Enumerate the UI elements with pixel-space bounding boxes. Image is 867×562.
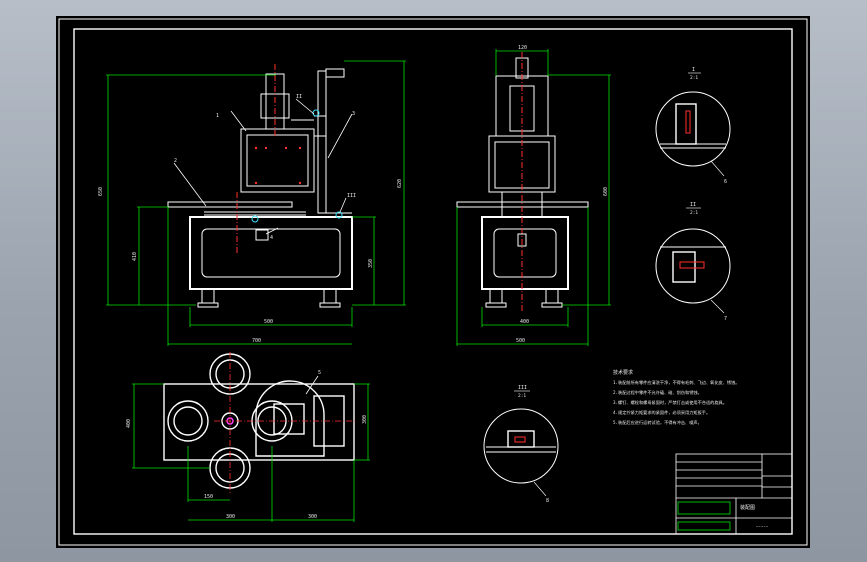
svg-text:700: 700 xyxy=(252,338,261,344)
top-view-dimensions xyxy=(132,375,370,522)
detail-view-II: II 2:1 7 xyxy=(655,202,731,322)
svg-text:120: 120 xyxy=(518,45,527,51)
svg-text:650: 650 xyxy=(98,187,104,196)
side-view-dimensions xyxy=(456,49,611,346)
note-line-4: 4.规定拧紧力矩要求的紧固件，必须采用力矩扳手。 xyxy=(613,409,710,416)
svg-text:620: 620 xyxy=(397,179,403,188)
svg-text:2:1: 2:1 xyxy=(518,393,526,399)
cad-drawing: 650 410 620 350 500 700 1 2 3 II III 4 xyxy=(58,18,808,546)
svg-text:300: 300 xyxy=(362,415,368,424)
side-view-dim-text: 600 400 500 120 xyxy=(516,45,609,344)
svg-text:600: 600 xyxy=(603,187,609,196)
svg-text:400: 400 xyxy=(520,319,529,325)
note-line-2: 2.装配过程中零件不允许磕、碰、划伤和锈蚀。 xyxy=(613,389,702,396)
svg-text:4: 4 xyxy=(270,235,273,241)
svg-text:410: 410 xyxy=(132,252,138,261)
svg-text:2:1: 2:1 xyxy=(690,210,698,216)
detail-view-I: I 2:1 6 xyxy=(655,67,731,185)
svg-text:300: 300 xyxy=(226,514,235,520)
technical-notes: 技术要求 1.装配前所有零件应清洗干净，不得有毛刺、飞边、氧化皮、锈蚀。 2.装… xyxy=(613,369,739,426)
top-view-dim-text: 400 300 150 300 300 5 xyxy=(126,370,368,520)
svg-text:5: 5 xyxy=(318,370,321,376)
svg-text:1: 1 xyxy=(216,113,219,119)
svg-text:8: 8 xyxy=(546,498,549,504)
svg-text:III: III xyxy=(518,385,527,391)
outer-frame xyxy=(58,18,808,546)
svg-text:II: II xyxy=(296,94,302,100)
svg-text:6: 6 xyxy=(724,179,727,185)
top-view xyxy=(163,352,356,494)
notes-title: 技术要求 xyxy=(613,369,633,376)
title-block xyxy=(675,453,793,535)
drawing-number: —·—·— xyxy=(756,524,769,529)
note-line-5: 5.装配后应进行运转试验，不得有冲击、噪声。 xyxy=(613,419,702,426)
svg-text:150: 150 xyxy=(204,494,213,500)
svg-text:I: I xyxy=(692,67,695,73)
svg-text:II: II xyxy=(690,202,696,208)
detail-view-III: III 2:1 8 xyxy=(483,385,559,504)
front-view xyxy=(167,64,353,308)
svg-text:3: 3 xyxy=(352,111,355,117)
side-view xyxy=(456,52,589,312)
svg-text:500: 500 xyxy=(516,338,525,344)
svg-text:2: 2 xyxy=(174,158,177,164)
note-line-3: 3.螺钉、螺栓和螺母紧固时，严禁打击或使用不合适的旋具。 xyxy=(613,399,727,406)
svg-text:7: 7 xyxy=(724,316,727,322)
svg-text:300: 300 xyxy=(308,514,317,520)
svg-text:400: 400 xyxy=(126,419,132,428)
svg-text:2:1: 2:1 xyxy=(690,75,698,81)
svg-text:500: 500 xyxy=(264,319,273,325)
front-view-dim-text: 650 410 620 350 500 700 1 2 3 II III 4 xyxy=(98,94,403,344)
drawing-sheet: 650 410 620 350 500 700 1 2 3 II III 4 xyxy=(56,16,810,548)
note-line-1: 1.装配前所有零件应清洗干净，不得有毛刺、飞边、氧化皮、锈蚀。 xyxy=(613,379,739,386)
svg-text:350: 350 xyxy=(368,259,374,268)
drawing-name: 装配图 xyxy=(740,504,755,511)
svg-text:III: III xyxy=(347,193,356,199)
inner-frame xyxy=(73,28,793,535)
front-view-dimensions xyxy=(106,60,406,346)
